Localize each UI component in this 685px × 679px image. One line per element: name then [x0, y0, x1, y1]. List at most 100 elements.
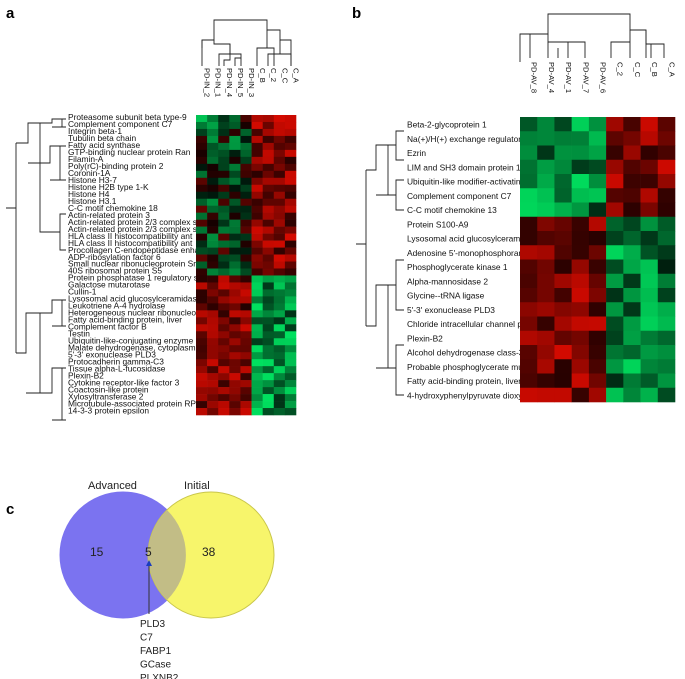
- heatmap-cell: [218, 254, 230, 262]
- heatmap-cell: [571, 145, 590, 161]
- heatmap-cell: [218, 233, 230, 241]
- heatmap-cell: [229, 156, 241, 165]
- column-label: C_C: [633, 62, 642, 78]
- heatmap-cell: [207, 184, 219, 193]
- heatmap-cell: [240, 191, 252, 200]
- row-label: Lysosomal acid glucosylceramidase: [407, 234, 541, 244]
- heatmap-cell: [262, 205, 275, 213]
- row-label: Ubiquitin-like modifier-activating en: [407, 177, 537, 187]
- heatmap-cell: [218, 156, 230, 165]
- heatmap-cell: [218, 219, 230, 227]
- heatmap-cell: [207, 303, 219, 311]
- heatmap-cell: [273, 142, 286, 151]
- heatmap-cell: [240, 345, 252, 353]
- heatmap-cell: [623, 117, 641, 132]
- heatmap-cell: [196, 401, 208, 409]
- heatmap-cell: [262, 184, 275, 193]
- heatmap-cell: [218, 247, 230, 255]
- heatmap-cell: [218, 387, 230, 395]
- heatmap-cell: [284, 275, 297, 283]
- row-label: Ezrin: [407, 148, 426, 158]
- heatmap-cell: [606, 373, 624, 389]
- heatmap-cell: [606, 288, 624, 303]
- heatmap-cell: [640, 145, 659, 161]
- heatmap-cell: [240, 296, 252, 304]
- heatmap-cell: [657, 145, 676, 161]
- column-label: C_C: [280, 68, 289, 84]
- heatmap-cell: [240, 156, 252, 165]
- heatmap-cell: [240, 121, 252, 130]
- heatmap-cell: [262, 261, 275, 269]
- heatmap-cell: [207, 135, 219, 144]
- heatmap-cell: [207, 163, 219, 172]
- heatmap-cell: [640, 131, 659, 146]
- heatmap-cell: [262, 233, 275, 241]
- heatmap-cell: [520, 131, 538, 146]
- heatmap-cell: [657, 302, 676, 317]
- heatmap-cell: [657, 359, 676, 374]
- heatmap-cell: [273, 373, 286, 381]
- heatmap-cell: [537, 117, 555, 132]
- heatmap-cell: [273, 331, 286, 339]
- heatmap-cell: [640, 188, 659, 203]
- heatmap-cell: [251, 324, 263, 332]
- heatmap-cell: [262, 331, 275, 339]
- heatmap-cell: [218, 149, 230, 158]
- heatmap-cell: [240, 317, 252, 325]
- row-label: Alcohol dehydrogenase class-3: [407, 348, 524, 358]
- heatmap-cell: [251, 254, 263, 262]
- heatmap-cell: [284, 219, 297, 227]
- heatmap-cell: [640, 387, 659, 403]
- heatmap-cell: [606, 359, 624, 374]
- heatmap-cell: [218, 380, 230, 388]
- heatmap-cell: [251, 408, 263, 416]
- heatmap-cell: [196, 254, 208, 262]
- heatmap-cell: [218, 177, 230, 186]
- heatmap-cell: [554, 330, 572, 346]
- heatmap-cell: [251, 268, 263, 276]
- heatmap-cell: [251, 289, 263, 297]
- heatmap-cell: [262, 394, 275, 402]
- heatmap-cell: [207, 142, 219, 151]
- heatmap-cell: [554, 159, 572, 175]
- heatmap-cell: [571, 216, 590, 232]
- row-label: Leukotriene A-4 hydrolase: [68, 301, 166, 311]
- heatmap-cell: [623, 231, 641, 246]
- heatmap-cell: [520, 387, 538, 403]
- gene-name: FABP1: [140, 646, 172, 657]
- heatmap-cell: [262, 289, 275, 297]
- heatmap-cell: [520, 359, 538, 374]
- heatmap-cell: [273, 128, 286, 137]
- column-label: PD-IN_4: [225, 68, 234, 97]
- panel-a-letter: a: [6, 5, 15, 22]
- heatmap-cell: [229, 205, 241, 213]
- panel-c-letter: c: [6, 501, 14, 518]
- heatmap-cell: [537, 330, 555, 346]
- row-label: Histone H3-7: [68, 175, 117, 185]
- heatmap-cell: [218, 352, 230, 360]
- pointer-arrowhead: [146, 560, 152, 566]
- heatmap-cell: [207, 408, 219, 416]
- heatmap-cell: [284, 401, 297, 409]
- heatmap-cell: [262, 317, 275, 325]
- row-label: 5'-3' exonuclease PLD3: [68, 349, 156, 359]
- heatmap-cell: [207, 254, 219, 262]
- heatmap-cell: [606, 273, 624, 289]
- heatmap-cell: [571, 259, 590, 275]
- heatmap-cell: [229, 282, 241, 290]
- heatmap-cell: [520, 117, 538, 132]
- heatmap-cell: [262, 149, 275, 158]
- heatmap-cell: [196, 226, 208, 234]
- heatmap-cell: [640, 159, 659, 175]
- heatmap-cell: [229, 401, 241, 409]
- heatmap-cell: [251, 247, 263, 255]
- heatmap-cell: [262, 324, 275, 332]
- heatmap-cell: [229, 226, 241, 234]
- heatmap-cell: [251, 170, 263, 179]
- heatmap-cell: [284, 121, 297, 130]
- heatmap-cell: [196, 142, 208, 151]
- heatmap-cell: [554, 345, 572, 360]
- heatmap-cell: [218, 268, 230, 276]
- heatmap-cell: [218, 191, 230, 200]
- heatmap-cell: [196, 184, 208, 193]
